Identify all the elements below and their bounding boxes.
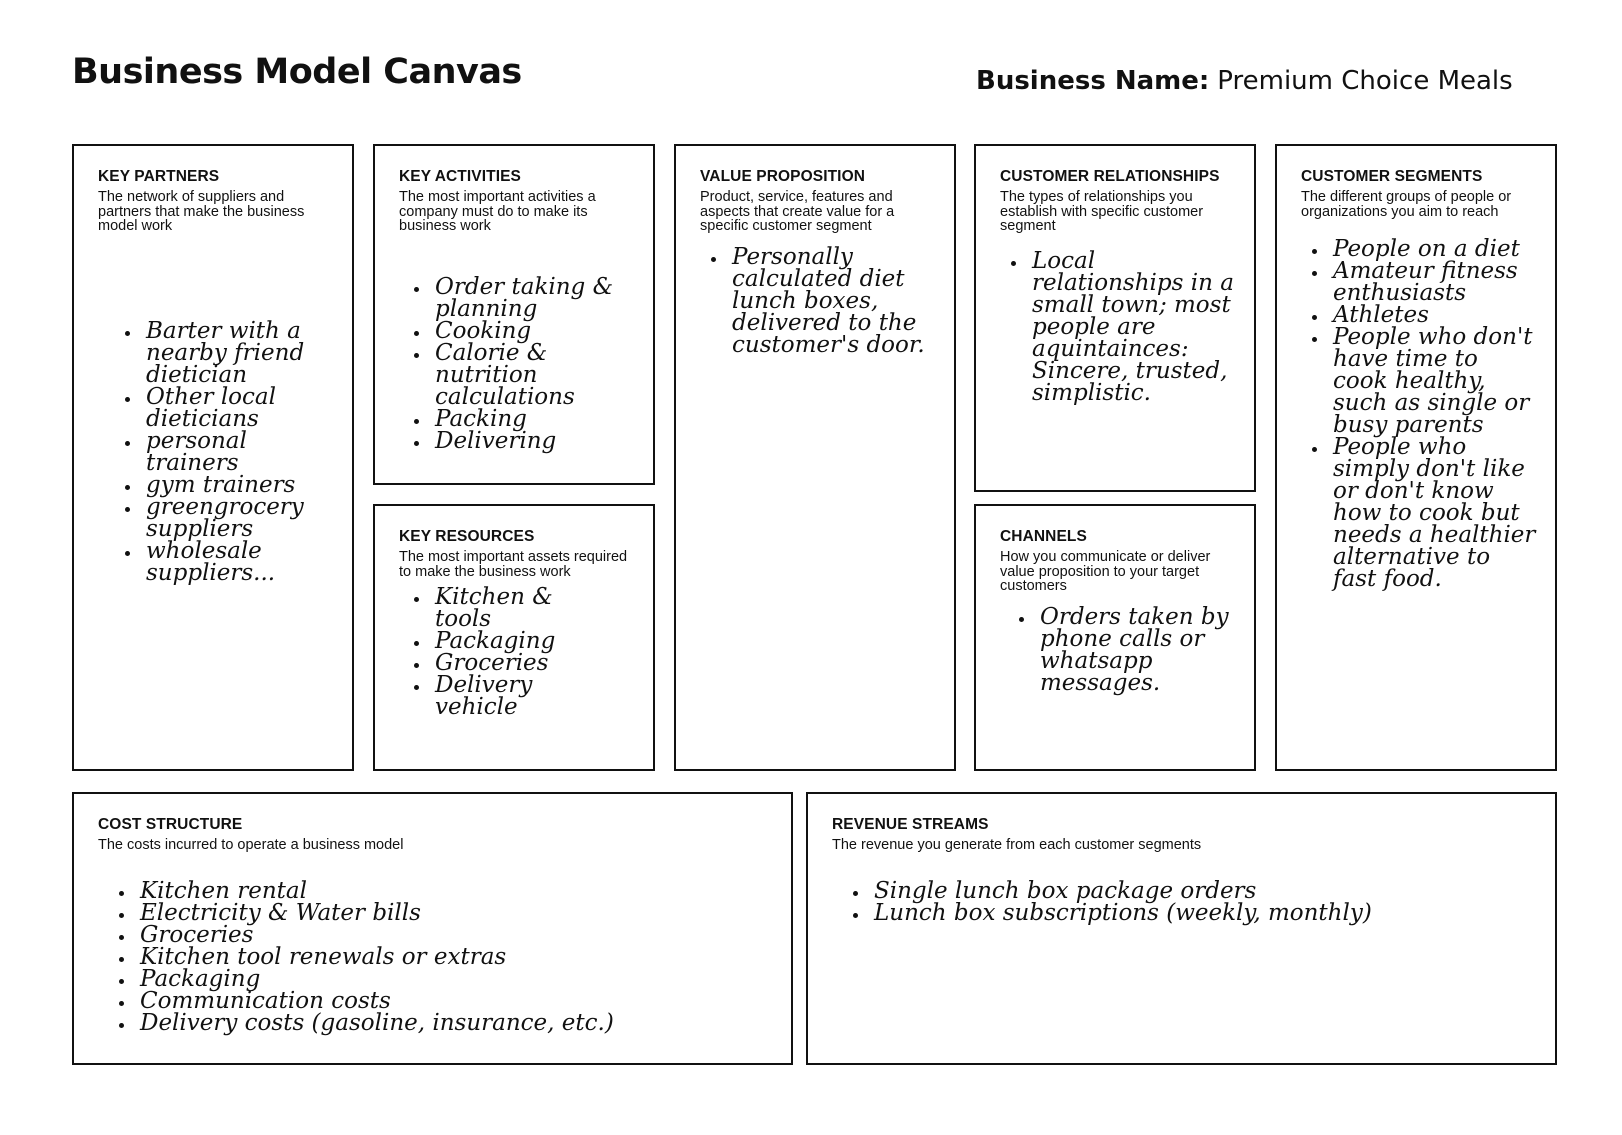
list-item: Barter with a nearby friend dietician — [142, 320, 342, 387]
cost-structure-list: Kitchen rental Electricity & Water bills… — [114, 880, 736, 1035]
customer-segments-list: People on a diet Amateur fitness enthusi… — [1307, 238, 1539, 591]
key-resources-description: The most important assets required to ma… — [399, 549, 628, 580]
key-activities-title: KEY ACTIVITIES — [399, 168, 521, 185]
list-item: Order taking & planning — [431, 276, 646, 321]
key-partners-box: KEY PARTNERS The network of suppliers an… — [72, 144, 354, 771]
list-item: Kitchen & tools — [431, 586, 591, 631]
key-activities-list: Order taking & planning Cooking Calorie … — [409, 276, 646, 453]
cost-structure-description: The costs incurred to operate a business… — [98, 837, 404, 853]
cost-structure-box: COST STRUCTURE The costs incurred to ope… — [72, 792, 793, 1065]
list-item: gym trainers — [142, 474, 342, 497]
list-item: Groceries — [136, 924, 736, 947]
value-proposition-list: Personally calculated diet lunch boxes, … — [706, 246, 933, 357]
list-item: Local relationships in a small town; mos… — [1028, 250, 1238, 405]
value-proposition-title: VALUE PROPOSITION — [700, 168, 866, 185]
list-item: personal trainers — [142, 430, 342, 475]
customer-segments-title: CUSTOMER SEGMENTS — [1301, 168, 1483, 185]
key-partners-title: KEY PARTNERS — [98, 168, 220, 185]
key-resources-list: Kitchen & tools Packaging Groceries Deli… — [409, 586, 591, 719]
list-item: Cooking — [431, 320, 646, 343]
revenue-streams-box: REVENUE STREAMS The revenue you generate… — [806, 792, 1557, 1065]
key-activities-description: The most important activities a company … — [399, 189, 596, 234]
list-item: Single lunch box package orders — [870, 880, 1530, 903]
customer-relationships-title: CUSTOMER RELATIONSHIPS — [1000, 168, 1220, 185]
list-item: wholesale suppliers... — [142, 540, 342, 585]
list-item: Amateur fitness enthusiasts — [1329, 260, 1539, 305]
key-activities-box: KEY ACTIVITIES The most important activi… — [373, 144, 655, 485]
channels-title: CHANNELS — [1000, 528, 1087, 545]
business-name-label: Business Name: — [976, 66, 1210, 96]
list-item: Other local dieticians — [142, 386, 342, 431]
revenue-streams-description: The revenue you generate from each custo… — [832, 837, 1202, 853]
list-item: Delivery vehicle — [431, 674, 591, 719]
list-item: Packing — [431, 408, 646, 431]
list-item: Packaging — [431, 630, 591, 653]
list-item: Calorie & nutrition calculations — [431, 342, 646, 409]
channels-box: CHANNELS How you communicate or deliver … — [974, 504, 1256, 771]
customer-relationships-box: CUSTOMER RELATIONSHIPS The types of rela… — [974, 144, 1256, 492]
list-item: Lunch box subscriptions (weekly, monthly… — [870, 902, 1530, 925]
list-item: People who don't have time to cook healt… — [1329, 326, 1539, 437]
list-item: Packaging — [136, 968, 736, 991]
value-proposition-box: VALUE PROPOSITION Product, service, feat… — [674, 144, 956, 771]
page-title: Business Model Canvas — [72, 52, 522, 92]
list-item: Delivery costs (gasoline, insurance, etc… — [136, 1012, 736, 1035]
list-item: Kitchen tool renewals or extras — [136, 946, 736, 969]
list-item: People who simply don't like or don't kn… — [1329, 436, 1539, 591]
customer-segments-box: CUSTOMER SEGMENTS The different groups o… — [1275, 144, 1557, 771]
key-resources-title: KEY RESOURCES — [399, 528, 535, 545]
list-item: Groceries — [431, 652, 591, 675]
customer-relationships-description: The types of relationships you establish… — [1000, 189, 1204, 234]
list-item: Personally calculated diet lunch boxes, … — [728, 246, 933, 357]
list-item: greengrocery suppliers — [142, 496, 342, 541]
key-resources-box: KEY RESOURCES The most important assets … — [373, 504, 655, 771]
value-proposition-description: Product, service, features and aspects t… — [700, 189, 895, 234]
list-item: Kitchen rental — [136, 880, 736, 903]
list-item: Delivering — [431, 430, 646, 453]
business-name-value: Premium Choice Meals — [1217, 66, 1513, 96]
customer-relationships-list: Local relationships in a small town; mos… — [1006, 250, 1238, 405]
list-item: People on a diet — [1329, 238, 1539, 261]
revenue-streams-list: Single lunch box package orders Lunch bo… — [848, 880, 1530, 925]
channels-description: How you communicate or deliver value pro… — [1000, 549, 1211, 594]
business-name: Business Name:Premium Choice Meals — [976, 66, 1513, 96]
revenue-streams-title: REVENUE STREAMS — [832, 816, 989, 833]
key-partners-list: Barter with a nearby friend dietician Ot… — [120, 320, 342, 585]
list-item: Athletes — [1329, 304, 1539, 327]
cost-structure-title: COST STRUCTURE — [98, 816, 243, 833]
list-item: Orders taken by phone calls or whatsapp … — [1036, 606, 1231, 695]
key-partners-description: The network of suppliers and partners th… — [98, 189, 305, 234]
customer-segments-description: The different groups of people or organi… — [1301, 189, 1512, 220]
list-item: Communication costs — [136, 990, 736, 1013]
channels-list: Orders taken by phone calls or whatsapp … — [1014, 606, 1231, 695]
list-item: Electricity & Water bills — [136, 902, 736, 925]
